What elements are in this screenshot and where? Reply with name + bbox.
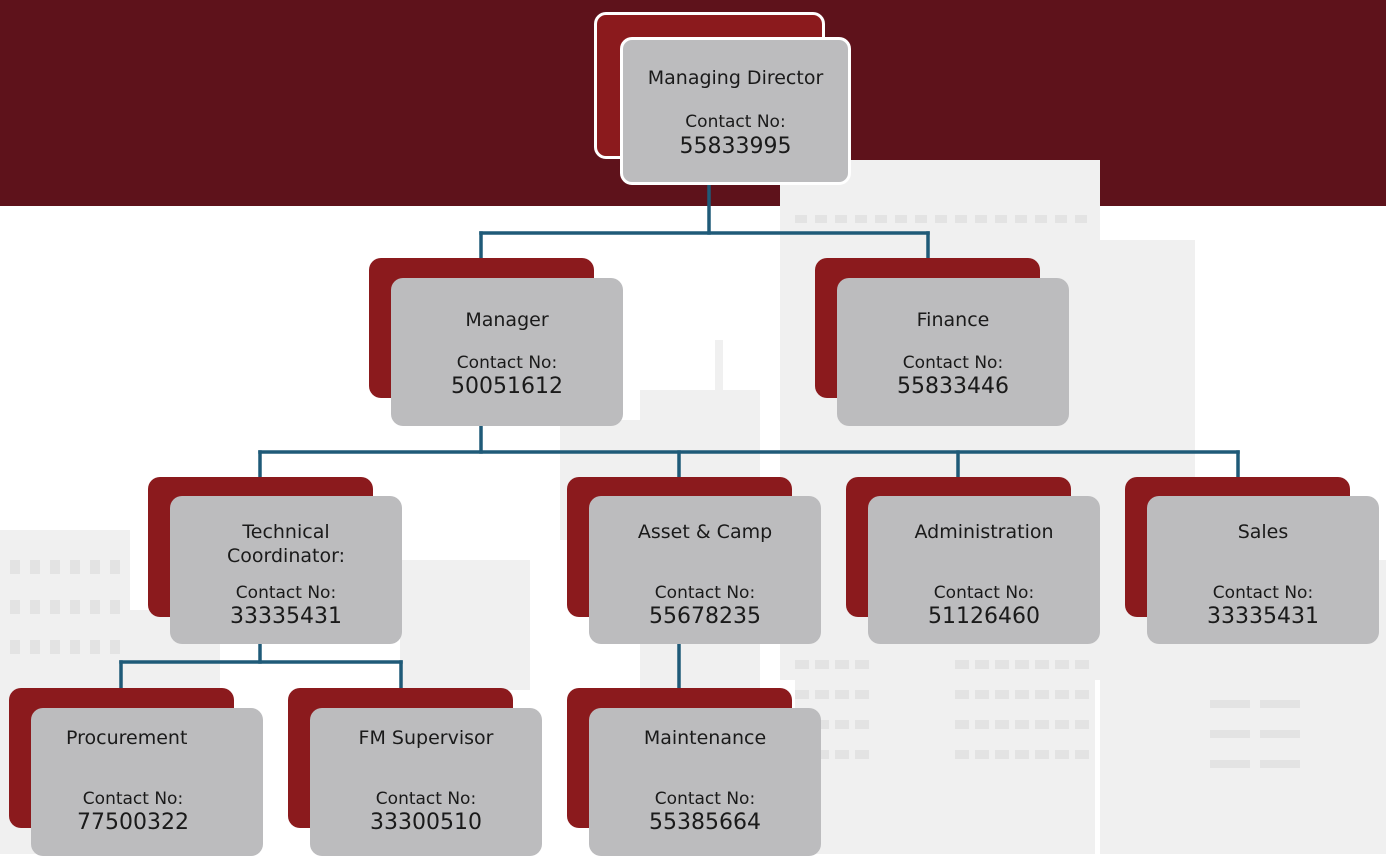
contact-number: 50051612 xyxy=(451,374,563,399)
contact-label: Contact No: xyxy=(685,112,786,132)
contact-label: Contact No: xyxy=(933,583,1035,603)
node-sales: Sales Contact No: 33335431 xyxy=(1125,477,1380,645)
contact-number: 33335431 xyxy=(230,604,342,629)
contact-label: Contact No: xyxy=(82,789,184,809)
contact-number: 55833995 xyxy=(679,134,792,159)
card-front: FM Supervisor Contact No: 33300510 xyxy=(310,708,542,856)
node-title: Asset & Camp xyxy=(637,521,773,543)
card-front: Maintenance Contact No: 55385664 xyxy=(589,708,821,856)
card-front: Technical Coordinator: Contact No: 33335… xyxy=(170,496,402,644)
node-title: Procurement xyxy=(66,727,188,749)
node-title: Managing Director xyxy=(647,67,824,89)
card-front: Manager Contact No: 50051612 xyxy=(391,278,623,426)
contact-number: 55678235 xyxy=(649,604,761,629)
card-front: Finance Contact No: 55833446 xyxy=(837,278,1069,426)
node-fm-supervisor: FM Supervisor Contact No: 33300510 xyxy=(288,688,543,856)
card-front: Procurement Contact No: 77500322 xyxy=(31,708,263,856)
contact-number: 51126460 xyxy=(928,604,1040,629)
contact-label: Contact No: xyxy=(654,583,756,603)
node-procurement: Procurement Contact No: 77500322 xyxy=(9,688,264,856)
contact-label: Contact No: xyxy=(902,353,1004,373)
contact-number: 55833446 xyxy=(897,374,1009,399)
node-maintenance: Maintenance Contact No: 55385664 xyxy=(567,688,822,856)
node-title: FM Supervisor xyxy=(358,727,494,749)
node-title: Administration xyxy=(914,521,1054,543)
contact-label: Contact No: xyxy=(1212,583,1314,603)
contact-label: Contact No: xyxy=(235,583,337,603)
contact-number: 33335431 xyxy=(1207,604,1319,629)
node-title: Sales xyxy=(1237,521,1289,543)
node-title: Maintenance xyxy=(643,727,767,749)
node-managing-director: Managing Director Contact No: 55833995 xyxy=(594,12,852,186)
card-front: Administration Contact No: 51126460 xyxy=(868,496,1100,644)
contact-number: 33300510 xyxy=(370,810,482,835)
node-title-line-2: Coordinator: xyxy=(227,545,345,567)
node-manager: Manager Contact No: 50051612 xyxy=(369,258,624,428)
node-title: Manager xyxy=(465,309,549,331)
node-technical-coordinator: Technical Coordinator: Contact No: 33335… xyxy=(148,477,403,645)
node-administration: Administration Contact No: 51126460 xyxy=(846,477,1101,645)
contact-label: Contact No: xyxy=(654,789,756,809)
card-front: Asset & Camp Contact No: 55678235 xyxy=(589,496,821,644)
contact-number: 55385664 xyxy=(649,810,761,835)
node-finance: Finance Contact No: 55833446 xyxy=(815,258,1070,428)
contact-label: Contact No: xyxy=(456,353,558,373)
contact-number: 77500322 xyxy=(77,810,189,835)
card-front: Sales Contact No: 33335431 xyxy=(1147,496,1379,644)
node-title-line-1: Technical xyxy=(242,521,330,543)
node-asset-camp: Asset & Camp Contact No: 55678235 xyxy=(567,477,822,645)
node-title: Finance xyxy=(916,309,990,331)
card-front: Managing Director Contact No: 55833995 xyxy=(620,37,851,185)
contact-label: Contact No: xyxy=(375,789,477,809)
